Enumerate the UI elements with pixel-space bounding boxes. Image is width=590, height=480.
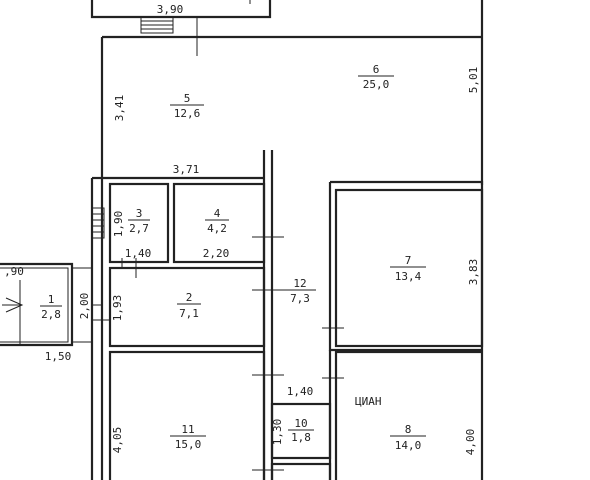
room-number: 6 [373,63,380,76]
room-11-label: 11 15,0 [170,423,206,451]
room-number: 8 [405,423,412,436]
room-labels: 1 2,8 2 7,1 3 2,7 4 4,2 5 12,6 [40,63,426,452]
room-area: 1,8 [291,431,311,444]
room-8-label: 8 14,0 [390,423,426,452]
room-area: 15,0 [175,438,202,451]
room-number: 3 [136,207,143,220]
room-number: 1 [48,293,55,306]
dim-room4-width: 2,20 [203,247,230,260]
room-number: 4 [214,207,221,220]
dim-room2-height: 1,93 [111,295,124,322]
dim-room8-height: 4,00 [464,429,477,456]
room-area: 2,7 [129,222,149,235]
dimension-labels: 3,90 3,41 3,71 5,01 1,90 1,40 2,20 ,90 2… [4,3,480,455]
room-2-label: 2 7,1 [177,291,201,320]
room-area: 12,6 [174,107,201,120]
dim-room1-width: 1,50 [45,350,72,363]
dim-room5-width: 3,71 [173,163,200,176]
dim-top-width: 3,90 [157,3,184,16]
room-area: 7,1 [179,307,199,320]
room-area: 25,0 [363,78,390,91]
walls [0,0,484,480]
room-7-label: 7 13,4 [390,254,426,283]
dim-room7-height: 3,83 [467,259,480,286]
room-4-label: 4 4,2 [205,207,229,235]
room-number: 7 [405,254,412,267]
dim-room11-height: 4,05 [111,427,124,454]
dim-room3-height: 1,90 [112,211,125,238]
room-5-label: 5 12,6 [170,92,204,120]
room-area: 7,3 [290,292,310,305]
dim-room5-height: 3,41 [113,95,126,122]
room-number: 11 [181,423,194,436]
room-3-label: 3 2,7 [128,207,150,235]
room-area: 14,0 [395,439,422,452]
dim-room10-height: 1,30 [271,419,284,446]
room-area: 13,4 [395,270,422,283]
room-10-label: 10 1,8 [288,417,314,444]
room-1-label: 1 2,8 [40,293,62,321]
room-number: 2 [186,291,193,304]
watermark: ЦИАН [355,395,382,408]
room-area: 4,2 [207,222,227,235]
dim-right-height: 5,01 [467,67,480,94]
room-number: 10 [294,417,307,430]
room-12-label: 12 7,3 [284,277,316,305]
dim-room3-width: 1,40 [125,247,152,260]
room-number: 5 [184,92,191,105]
room-area: 2,8 [41,308,61,321]
dim-room1-height: 2,00 [78,293,91,320]
dim-corridor-width: 1,40 [287,385,314,398]
dim-entry-width: ,90 [4,265,24,278]
room-number: 12 [293,277,306,290]
room-6-label: 6 25,0 [358,63,394,91]
